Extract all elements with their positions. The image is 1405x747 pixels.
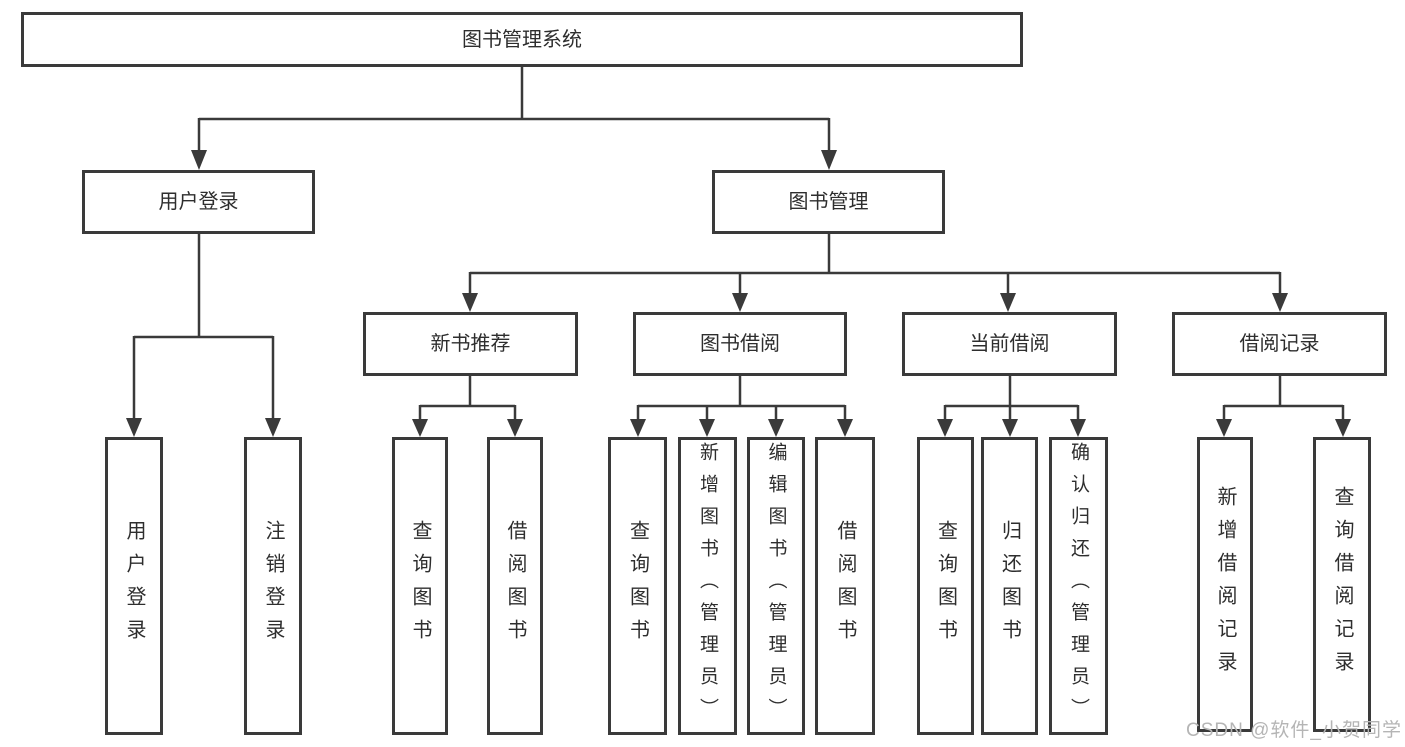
leaf-query-borrow-record: 查询借阅记录 (1313, 437, 1371, 732)
node-borrowing-records: 借阅记录 (1172, 312, 1387, 376)
csdn-watermark: CSDN @软件_小贺同学 (1186, 720, 1402, 741)
node-current-borrowing: 当前借阅 (902, 312, 1117, 376)
leaf-query-books-3: 查询图书 (917, 437, 974, 735)
leaf-confirm-return-admin: 确认归还（管理员） (1049, 437, 1108, 735)
node-book-management: 图书管理 (712, 170, 945, 234)
leaf-add-books-admin: 新增图书（管理员） (678, 437, 737, 735)
leaf-user-login: 用户登录 (105, 437, 163, 735)
leaf-logout-login: 注销登录 (244, 437, 302, 735)
node-user-login: 用户登录 (82, 170, 315, 234)
leaf-query-books-1: 查询图书 (392, 437, 448, 735)
node-book-borrowing: 图书借阅 (633, 312, 847, 376)
node-root: 图书管理系统 (21, 12, 1023, 67)
node-new-book-recommend: 新书推荐 (363, 312, 578, 376)
leaf-return-books: 归还图书 (981, 437, 1038, 735)
leaf-add-borrow-record: 新增借阅记录 (1197, 437, 1253, 732)
leaf-query-books-2: 查询图书 (608, 437, 667, 735)
leaf-borrow-books-2: 借阅图书 (815, 437, 875, 735)
leaf-borrow-books-1: 借阅图书 (487, 437, 543, 735)
leaf-edit-books-admin: 编辑图书（管理员） (747, 437, 805, 735)
